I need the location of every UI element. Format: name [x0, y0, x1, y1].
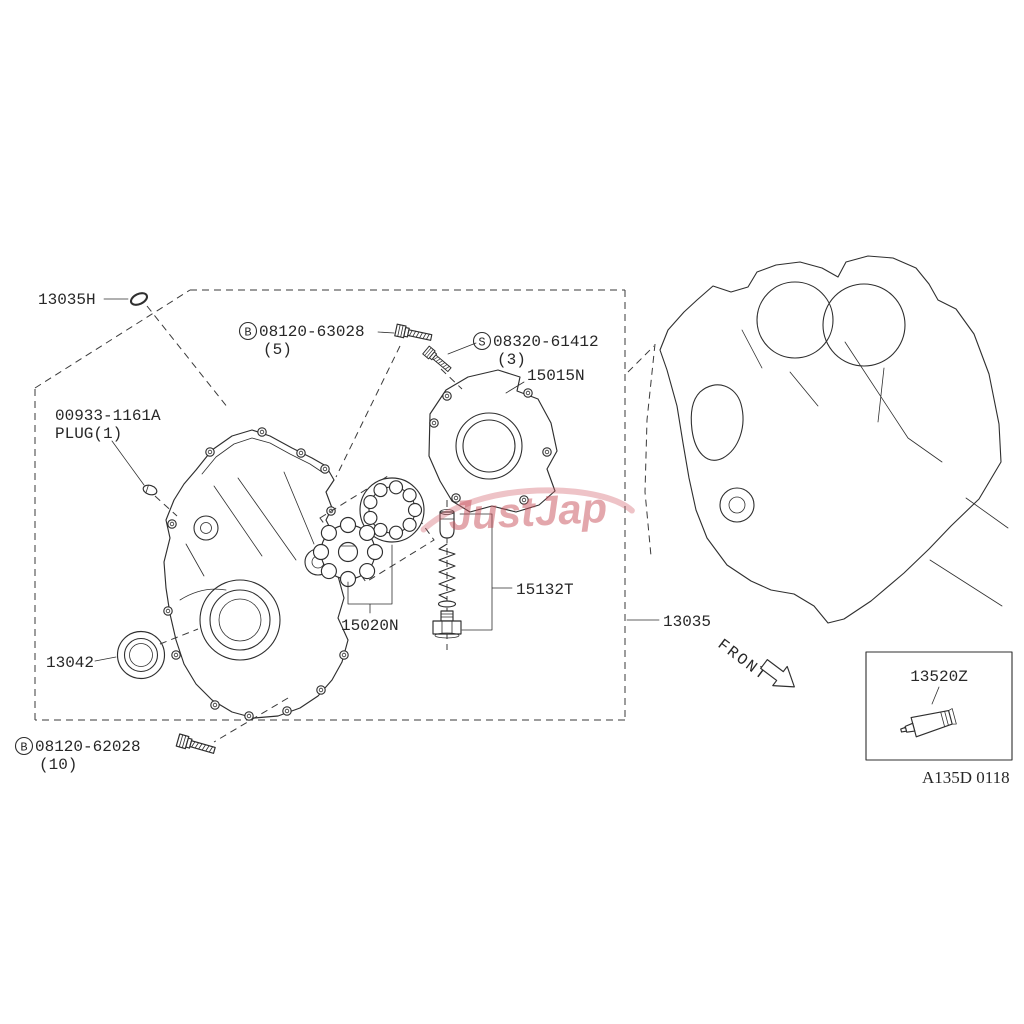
crank-seal-bore: [199, 579, 281, 661]
label-pump-cover: 15015N: [527, 367, 585, 385]
leader-lines: [94, 298, 660, 743]
outer-rotor: [359, 477, 425, 543]
label-bolt-top-qty: (5): [263, 341, 292, 359]
front-arrow-icon: [760, 659, 795, 688]
circled-b-top-icon: [238, 321, 258, 341]
label-oil-seal: 13042: [46, 654, 94, 672]
bolt-top-drawing: [394, 323, 434, 344]
bolt-bottom-drawing: [175, 733, 217, 758]
cylinder-bore-right: [822, 283, 906, 367]
label-bolt-top: 08120-63028: [259, 323, 365, 341]
circled-b-bottom-icon: [14, 736, 34, 756]
label-sealant: 13520Z: [910, 668, 968, 686]
label-plug-partno: 00933-1161A: [55, 407, 161, 425]
label-front-cover: 13035: [663, 613, 711, 631]
watermark: JustJap: [420, 484, 635, 539]
relief-valve-piston: [439, 509, 455, 539]
cylinder-bore-left: [756, 281, 834, 359]
watermark-swoosh: [420, 487, 635, 533]
label-grommet: 13035H: [38, 291, 96, 309]
relief-valve-spring: [438, 543, 456, 600]
callout-labels: 13035H B 08120-63028 (5) S 08320-61412 (…: [14, 291, 711, 774]
label-bolt-bottom-qty: (10): [39, 756, 77, 774]
label-plug-name: PLUG(1): [55, 425, 122, 443]
plug-drawing: [142, 484, 158, 496]
front-direction-marker: FRONT: [714, 636, 795, 688]
pump-mount-opening: [690, 384, 744, 461]
label-screw: 08320-61412: [493, 333, 599, 351]
relief-valve-drawing: [432, 500, 513, 650]
sealant-box-border: [865, 651, 1013, 761]
diagram-ref-code: A135D 0118: [922, 768, 1010, 787]
assembly-boundary-dashed-box: [34, 289, 655, 721]
label-pump-gears: 15020N: [341, 617, 399, 635]
label-relief-valve: 15132T: [516, 581, 574, 599]
circled-b-top-letter: B: [244, 326, 251, 340]
front-label: FRONT: [714, 636, 771, 685]
grommet-drawing: [129, 292, 149, 306]
engine-block-drawing: [644, 255, 1009, 624]
circled-b-bottom-letter: B: [20, 741, 27, 755]
timing-cover-drawing: [163, 427, 349, 721]
sealant-box: 13520Z: [865, 651, 1013, 761]
screw-drawing: [422, 345, 454, 375]
sealant-tube-icon: [900, 708, 957, 738]
relief-valve-washer: [437, 600, 457, 608]
relief-valve-plug: [432, 610, 462, 639]
oil-seal-drawing: [116, 630, 166, 680]
circled-s-icon: [472, 331, 492, 351]
oil-pump-cover-drawing: [428, 369, 558, 513]
oil-pump-gears-drawing: [312, 475, 435, 614]
watermark-text: JustJap: [447, 484, 608, 539]
label-screw-qty: (3): [497, 351, 526, 369]
inner-rotor: [312, 516, 384, 588]
circled-s-letter: S: [478, 336, 485, 350]
label-bolt-bottom: 08120-62028: [35, 738, 141, 756]
